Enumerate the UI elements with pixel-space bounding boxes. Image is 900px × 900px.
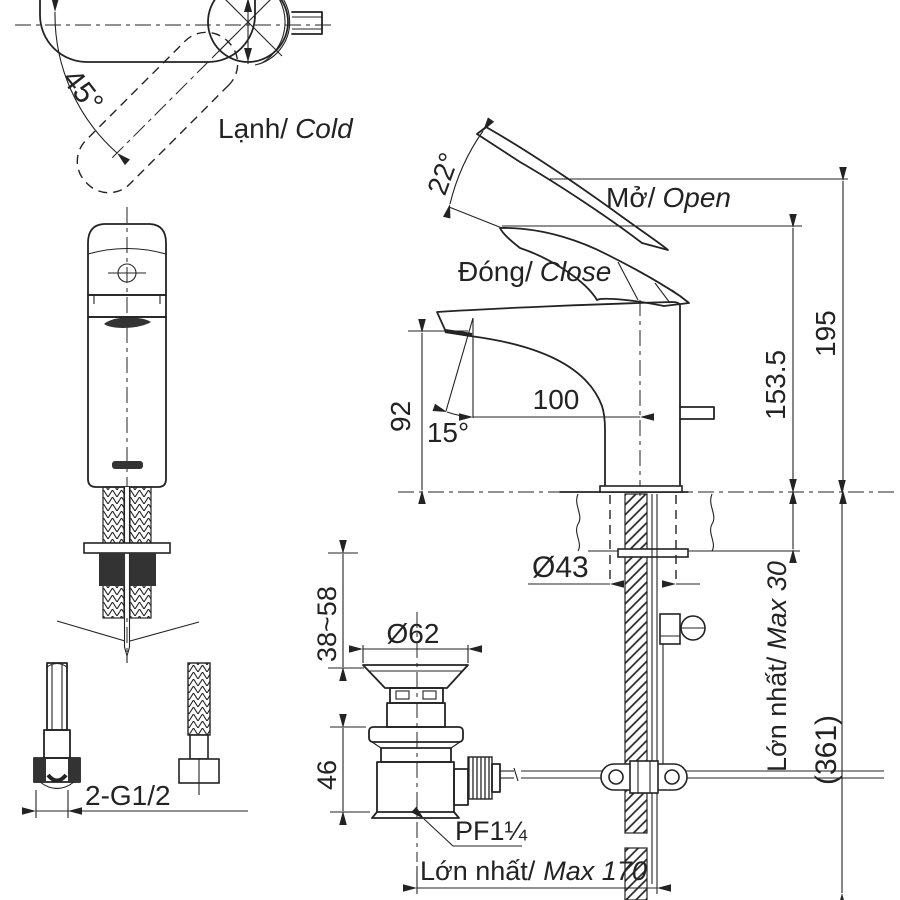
thread-label: PF1¼ [455,816,528,846]
drain-valve [362,664,501,819]
body-height-label: 46 [312,760,342,790]
closed-extension [448,206,503,229]
drain-assembly: 38~58 Ø62 46 PF1¼ Lớn nhất/Max 170 [312,540,884,894]
supply-tube-detail [33,662,81,790]
below-counter-label: (361) [810,715,843,785]
handle-closed [499,227,690,307]
thread-leader [411,806,454,847]
faucet-body-front [87,316,167,488]
side-tab [679,406,715,420]
rotation-arc [51,0,130,166]
height-spout-top-label: 153.5 [760,350,791,420]
horizontal-rod [500,767,884,782]
close-label: Đóng/Close [458,256,611,287]
handle-mark [104,317,151,328]
supply-hose-detail [178,662,220,795]
open-angle-label: 22° [421,149,465,199]
supply-connection-dim: 2-G1/2 [22,780,248,818]
cap-curve [87,248,167,255]
spout-angle-label: 15° [427,417,469,448]
cold-label: Lạnh/Cold [218,113,354,144]
aerator-outlet [444,329,473,337]
break-line [576,493,581,552]
supply-connection-label: 2-G1/2 [85,780,171,811]
tail-adjust-label: 38~58 [312,586,342,662]
flange-diameter-label: Ø62 [387,618,440,649]
rod-guide-bracket [659,613,681,645]
deck-section: Ø43 Lớn nhất/Max 30 (361) [398,479,898,900]
handle-cap [87,223,167,296]
total-height-label: 195 [810,310,841,357]
spout-tube-top [291,11,323,35]
side-view: 22° 15° Mở/Open Đóng/Close 92 100 153.5 … [385,117,848,504]
top-view: 45° Lạnh/Cold [15,0,354,194]
rod-max-label: Lớn nhất/Max 170 [420,856,647,886]
handle-top-outline [39,0,256,63]
ribbed-nut [467,756,493,800]
rod-linkage [600,760,688,794]
mounting-nut [99,553,125,586]
arrow-down [244,48,252,62]
body-rim-arc2 [261,0,286,64]
threaded-shank [624,493,648,834]
base-plate [599,485,683,493]
base-diameter-label: Ø43 [532,551,589,584]
break-chevron [129,621,200,642]
handle-open [476,126,669,251]
body-rim-arc [254,0,291,66]
open-label: Mở/Open [606,182,731,213]
faucet-body-side [436,301,681,487]
open-angle-arc [443,117,495,219]
break-chevron [56,620,126,642]
front-view: 2-G1/2 [22,207,248,818]
mounting-nut [130,553,156,586]
lock-washer [617,548,689,558]
spout-reach-label: 100 [533,384,580,415]
arrow-up [244,0,252,12]
mounting-flange [83,542,171,554]
spout-height-label: 92 [385,401,416,432]
counter-max-label: Lớn nhất/Max 30 [762,561,792,772]
body-slot [112,461,143,469]
break-line [710,493,715,552]
